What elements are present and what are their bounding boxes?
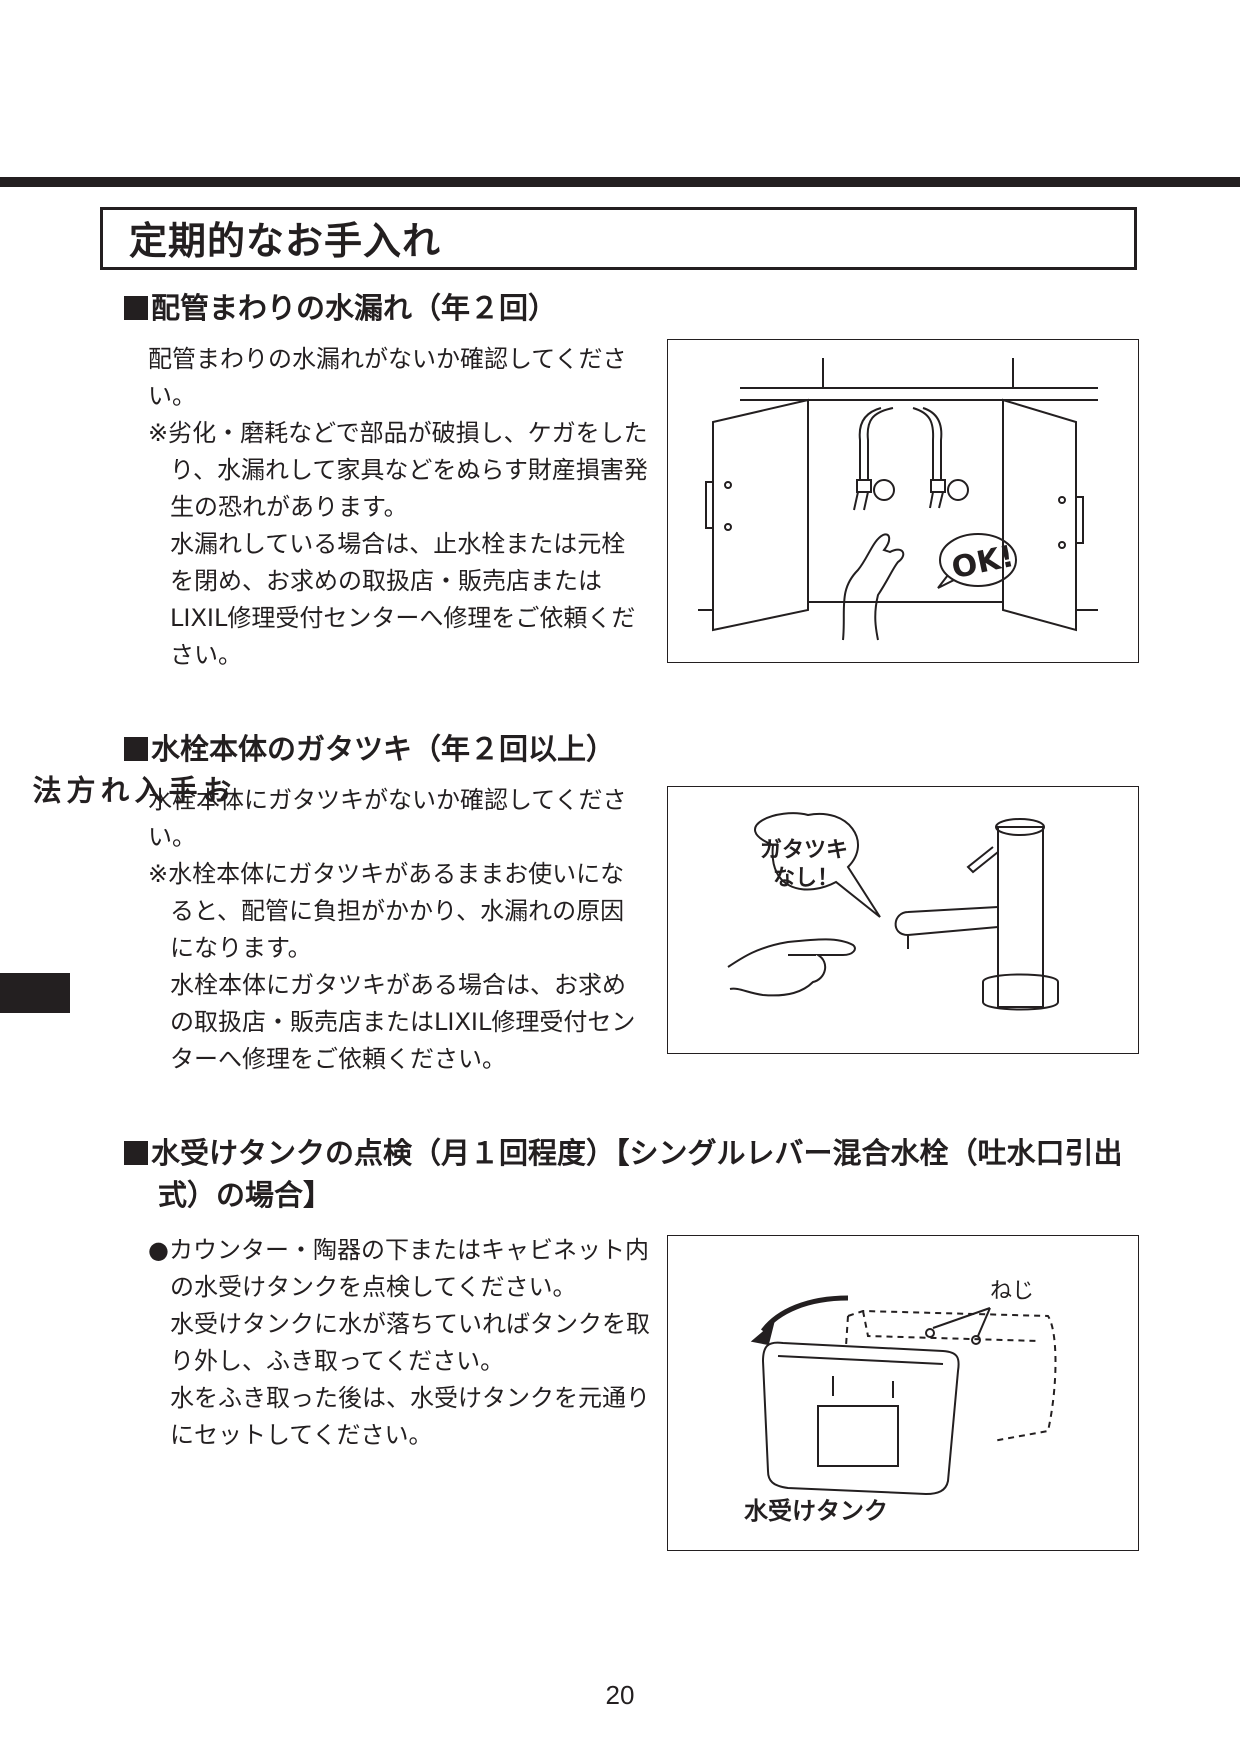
body-text-cont1: 水受けタンクに水が落ちていればタンクを取り外し、ふき取ってください。 (170, 1310, 650, 1375)
lead-text: 配管まわりの水漏れがないか確認してください。 (148, 345, 627, 410)
ok-speech-text: OK! (949, 539, 1017, 586)
section-heading-faucet-wobble: 水栓本体のガタツキ（年２回以上） (124, 730, 615, 768)
figure-cabinet-pipes: OK! (667, 339, 1139, 663)
header-rule (0, 177, 1240, 187)
bullet-text: ●カウンター・陶器の下またはキャビネット内の水受けタンクを点検してください。 (148, 1236, 649, 1301)
caution-note: ※水栓本体にガタツキがあるままお使いになると、配管に負担がかかり、水漏れの原因に… (148, 860, 625, 962)
lead-text: 水栓本体にガタツキがないか確認してください。 (148, 786, 627, 851)
caution-note-continued: 水栓本体にガタツキがある場合は、お求めの取扱店・販売店またはLIXIL修理受付セ… (170, 971, 636, 1073)
speech-text-line2: なし！ (773, 866, 839, 891)
section-heading-water-tank: 水受けタンクの点検（月１回程度）【シングルレバー混合水栓（吐水口引出 式）の場合… (124, 1134, 1123, 1214)
square-bullet-icon (124, 296, 148, 320)
page-number: 20 (605, 1680, 635, 1710)
square-bullet-icon (124, 737, 148, 761)
section-body-water-tank: ●カウンター・陶器の下またはキャビネット内の水受けタンクを点検してください。 水… (148, 1232, 658, 1454)
side-tab-label: お手入れ方法 (28, 775, 232, 806)
title-box: 定期的なお手入れ (100, 207, 1137, 270)
speech-text-line1: ガタツキ (760, 838, 848, 863)
screw-label: ねじ (990, 1279, 1034, 1304)
square-bullet-icon (124, 1141, 148, 1165)
tank-label: 水受けタンク (744, 1497, 888, 1525)
section-body-pipe-leak: 配管まわりの水漏れがないか確認してください。 ※劣化・磨耗などで部品が破損し、ケ… (148, 341, 648, 674)
figure-water-tank: ねじ 水受けタンク (667, 1235, 1139, 1551)
section-heading-pipe-leak: 配管まわりの水漏れ（年２回） (124, 289, 557, 327)
side-tab-block (0, 973, 70, 1013)
caution-note-continued: 水漏れしている場合は、止水栓または元栓を閉め、お求めの取扱店・販売店またはLIX… (170, 530, 636, 669)
caution-note: ※劣化・磨耗などで部品が破損し、ケガをしたり、水漏れして家具などをぬらす財産損害… (148, 419, 648, 521)
body-text-cont2: 水をふき取った後は、水受けタンクを元通りにセットしてください。 (170, 1384, 650, 1449)
figure-faucet-check: ガタツキ なし！ (667, 786, 1139, 1054)
page-title: 定期的なお手入れ (129, 219, 442, 263)
section-body-faucet-wobble: 水栓本体にガタツキがないか確認してください。 ※水栓本体にガタツキがあるままお使… (148, 782, 648, 1078)
